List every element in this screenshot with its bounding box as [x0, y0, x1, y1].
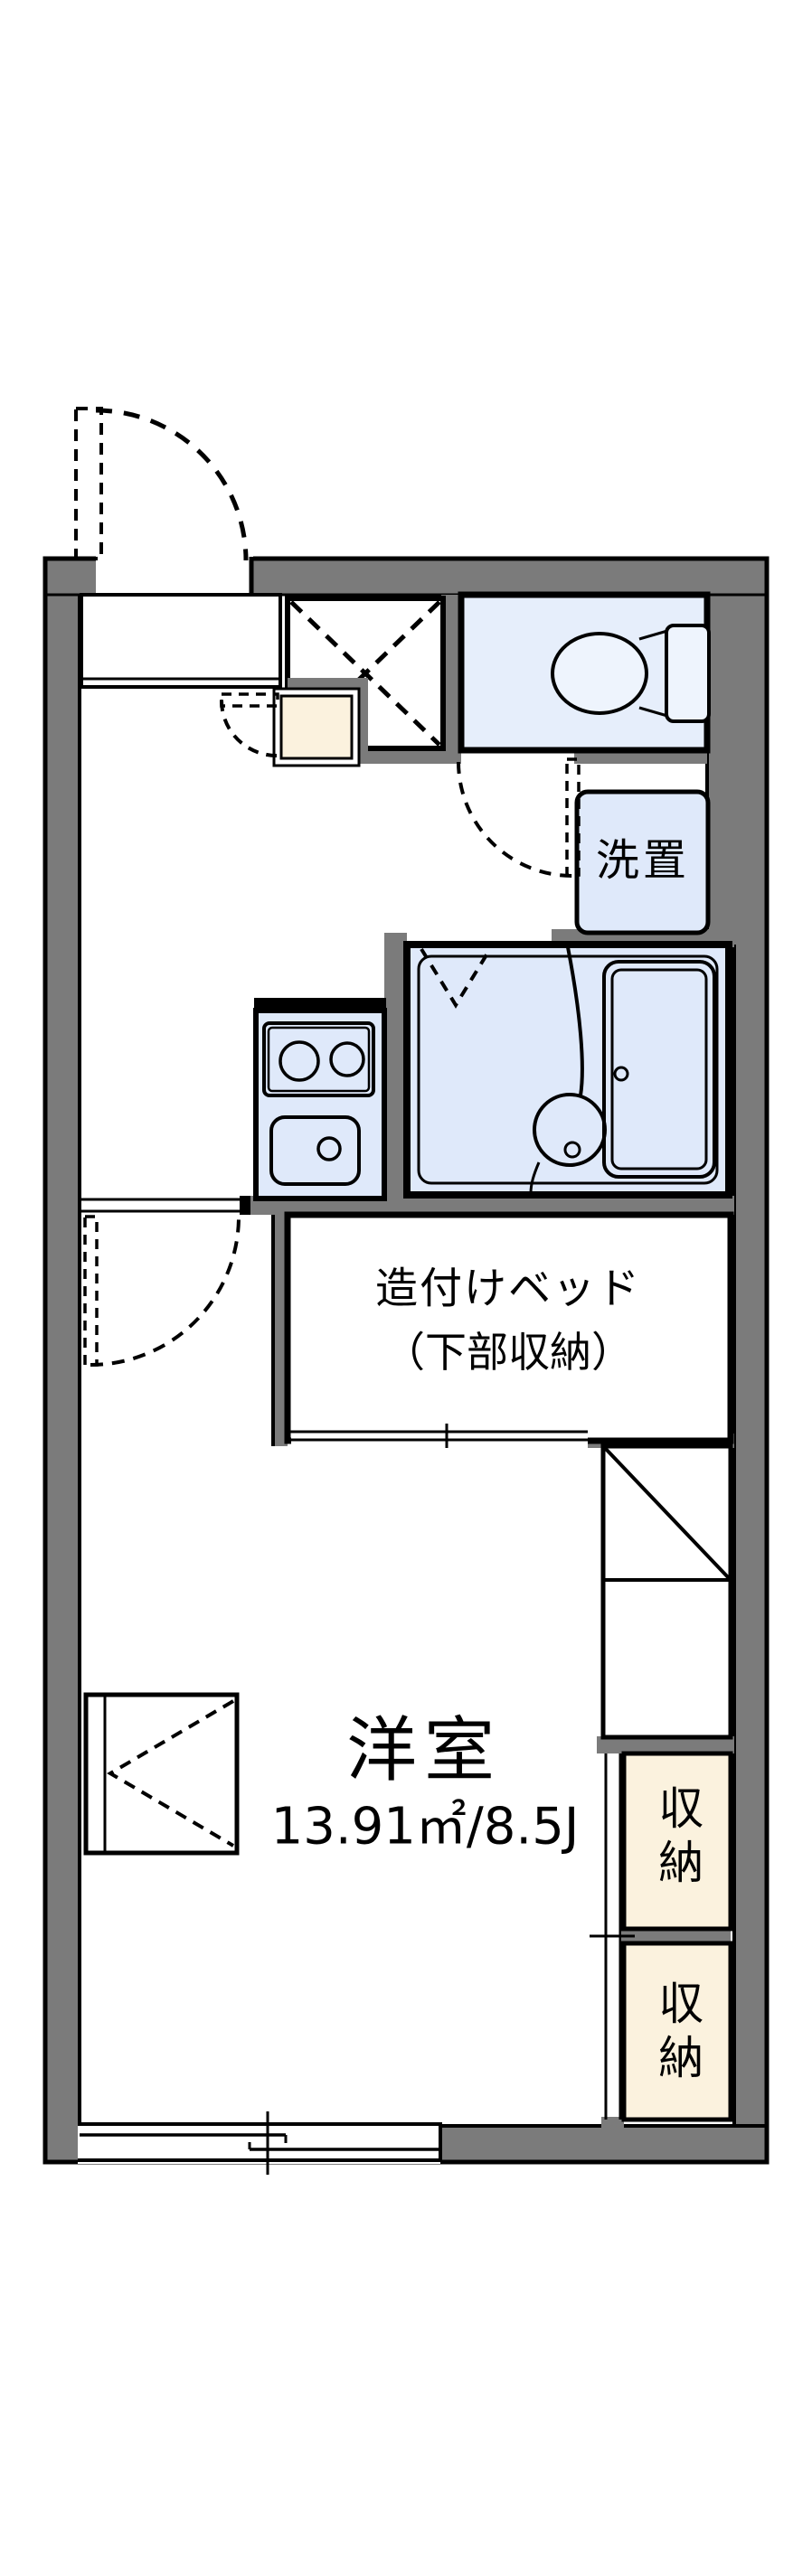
- stove-inner: [267, 1026, 371, 1093]
- shoe-cabinet: [220, 687, 361, 767]
- bathtub-outer: [602, 960, 716, 1179]
- toilet-bowl: [551, 632, 648, 715]
- bedroom-door-leaf: [83, 1215, 99, 1367]
- shoe-cabinet-inner: [279, 694, 354, 760]
- toilet-tank: [665, 624, 711, 723]
- bath-divider-lower: [529, 1161, 541, 1194]
- sliding-window: [78, 2111, 442, 2175]
- wall-strip-foot: [601, 2117, 624, 2129]
- entrance-door-leaf: [74, 407, 103, 560]
- bath-basin-icon: [529, 946, 607, 1194]
- storages: [590, 1751, 733, 2122]
- laundry-label: 洗置: [595, 834, 691, 886]
- toilet-seat-line-top: [638, 629, 668, 641]
- bath-divider-line: [566, 946, 584, 1096]
- wall-left: [47, 560, 80, 2160]
- folding-table-fold-mark: [107, 1699, 235, 1847]
- storage-upper-box: [621, 1751, 733, 1932]
- bedroom-door: [83, 1215, 241, 1367]
- window-opening: [78, 2122, 440, 2164]
- kitchen-counter-edge: [254, 998, 386, 1011]
- entrance-door-swing-arc: [95, 408, 249, 561]
- laundry-space: [457, 757, 711, 935]
- toilet-icon: [551, 624, 711, 723]
- sink-drain: [316, 1136, 342, 1161]
- stove-burner-left: [279, 1040, 320, 1082]
- stove-icon: [262, 1021, 375, 1097]
- storage-sliding-doors: [590, 1753, 635, 2120]
- main-room-name-label: 洋室: [345, 1710, 503, 1792]
- basin-drain: [563, 1141, 581, 1159]
- laundry-door-swing-arc: [457, 761, 573, 878]
- bath-folding-door: [420, 947, 492, 1009]
- entrance-door: [74, 407, 249, 561]
- wall-kitchen-bath: [384, 933, 407, 1202]
- shoe-cabinet-door: [220, 692, 279, 757]
- bathtub-drain: [613, 1066, 629, 1082]
- folding-table: [83, 1692, 240, 1856]
- wall-right-thick: [707, 595, 765, 945]
- storage-lower-label: 収納: [651, 1979, 704, 2088]
- counter-diagonal: [603, 1446, 731, 1580]
- wall-bed-left: [273, 1215, 288, 1446]
- bathroom: [403, 941, 732, 1199]
- counter-box: [600, 1443, 733, 1740]
- doorway-post: [240, 1196, 250, 1215]
- laundry-door-leaf: [565, 757, 581, 877]
- bedroom-door-swing-arc: [90, 1216, 241, 1367]
- entrance-opening: [96, 553, 253, 595]
- bed-label-line2: （下部収納）: [383, 1327, 633, 1377]
- bathtub-inner: [610, 968, 708, 1170]
- storage-lower-box: [621, 1941, 733, 2122]
- stove-burner-right: [329, 1041, 365, 1077]
- kitchen-unit: [253, 998, 387, 1201]
- shoe-door-leaf: [220, 692, 279, 708]
- stove-outer: [262, 1021, 375, 1097]
- kitchen-sink-icon: [269, 1115, 361, 1186]
- laundry-door: [457, 757, 581, 878]
- kitchen-box: [253, 1008, 387, 1201]
- bathroom-box: [403, 941, 732, 1199]
- sink-basin: [269, 1115, 361, 1186]
- toilet-seat-line-bottom: [638, 706, 668, 718]
- built-in-bed: [284, 1211, 734, 1448]
- bed-label-line1: 造付けベッド: [375, 1264, 641, 1314]
- counter-niche: [600, 1443, 733, 1740]
- outer-walls: [42, 553, 770, 2165]
- bathtub-icon: [602, 960, 716, 1179]
- hall-doorway: [80, 1198, 240, 1213]
- laundry-box: [574, 789, 711, 935]
- entrance-area: [74, 407, 282, 689]
- wall-closet-toilet: [441, 595, 461, 764]
- wall-below-counter: [597, 1736, 734, 1753]
- wall-between-storages: [622, 1929, 731, 1943]
- basin-bowl: [533, 1093, 607, 1167]
- toilet-room: [458, 591, 711, 754]
- storage-upper-label: 収納: [651, 1784, 704, 1893]
- shoe-door-swing-arc: [220, 700, 278, 757]
- genkan-floor: [80, 593, 282, 689]
- main-room-area-label: 13.91㎡/8.5J: [270, 1797, 580, 1857]
